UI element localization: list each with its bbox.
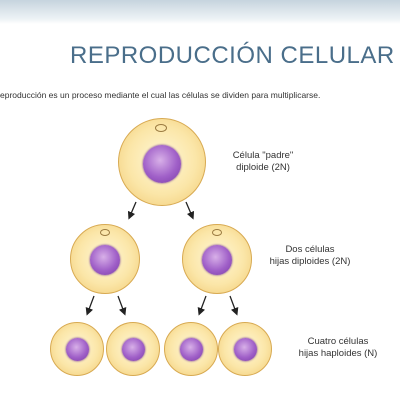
label-granddaughters-line2: hijas haploides (N) xyxy=(298,348,378,359)
label-daughter-cells: Dos células hijas diploides (2N) xyxy=(252,244,368,268)
arrow-down-icon xyxy=(185,201,195,220)
label-daughters-line1: Dos células xyxy=(285,244,335,255)
label-parent-cell: Célula "padre" diploide (2N) xyxy=(218,150,308,174)
parent-cell xyxy=(118,118,206,206)
haploid-nucleus-2 xyxy=(122,338,145,361)
centrosome-icon xyxy=(155,124,167,132)
haploid-cell-3 xyxy=(164,322,218,376)
haploid-nucleus-1 xyxy=(66,338,89,361)
haploid-nucleus-4 xyxy=(234,338,257,361)
label-parent-line2: diploide (2N) xyxy=(236,162,290,173)
daughter-nucleus-left xyxy=(90,245,120,275)
label-granddaughters-line1: Cuatro células xyxy=(307,336,369,347)
label-haploid-cells: Cuatro células hijas haploides (N) xyxy=(282,336,394,360)
daughter-cell-right xyxy=(182,224,252,294)
arrow-down-icon xyxy=(117,295,127,316)
label-daughters-line2: hijas diploides (2N) xyxy=(269,256,351,267)
page-title: REPRODUCCIÓN CELULAR xyxy=(70,42,395,69)
subtitle-text: eproducción es un proceso mediante el cu… xyxy=(0,90,321,100)
top-gradient-bar xyxy=(0,0,400,24)
centrosome-icon xyxy=(212,229,222,236)
arrow-down-icon xyxy=(127,201,137,220)
arrow-down-icon xyxy=(197,295,207,316)
haploid-cell-1 xyxy=(50,322,104,376)
haploid-cell-4 xyxy=(218,322,272,376)
haploid-nucleus-3 xyxy=(180,338,203,361)
arrow-down-icon xyxy=(85,295,95,316)
haploid-cell-2 xyxy=(106,322,160,376)
arrow-down-icon xyxy=(229,295,239,316)
daughter-cell-left xyxy=(70,224,140,294)
daughter-nucleus-right xyxy=(202,245,232,275)
label-parent-line1: Célula "padre" xyxy=(232,150,294,161)
centrosome-icon xyxy=(100,229,110,236)
parent-nucleus xyxy=(143,145,181,183)
